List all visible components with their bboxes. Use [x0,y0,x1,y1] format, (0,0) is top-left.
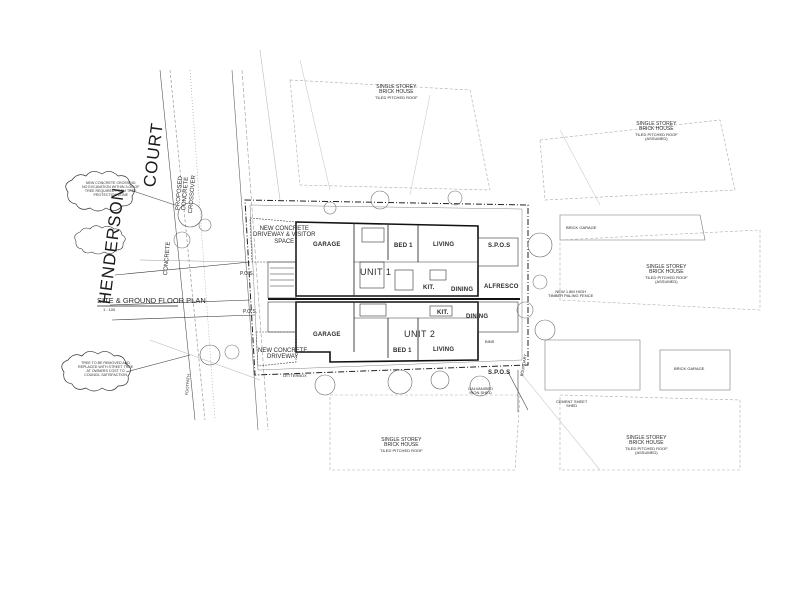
shed-label: CEMENT SHEET SHED [556,399,588,409]
unit1-spos: S.P.O.S [488,243,511,249]
neighbour-top-line3: TILED PITCHED ROOF [375,94,418,100]
unit2-living: LIVING [433,347,455,353]
driveway-1-note: NEW CONCRETE DRIVEWAY & VISITOR SPACE [253,226,316,245]
cloud-top-text: NEW CONCRETE CROSSING NO EXCAVATION WITH… [82,181,140,197]
unit2-dining: DINING [466,314,489,320]
drawing-title: SITE & GROUND FLOOR PLAN [97,296,206,305]
neighbour-top-line1: SINGLE STOREY [376,84,417,90]
bins-label: BINS [485,339,495,344]
pos-2-label: P.O.S. [243,309,258,315]
neighbour-right-top-line2: BRICK HOUSE [639,126,674,133]
neighbour-top-line2: BRICK HOUSE [379,89,414,96]
cloud-bottom-shape [61,351,131,392]
unit1-alfresco: ALFRESCO [484,284,519,290]
brick-garage-1: BRICK GARAGE [566,225,597,230]
letterbox-label: LETTERBOX [283,373,307,378]
neighbour-right-mid-line2: BRICK HOUSE [649,269,684,276]
unit1-outline [295,221,479,297]
unit2-kitchen: KIT. [437,310,449,316]
unit2-label: UNIT 2 [404,329,436,339]
brick-garage-2: BRICK GARAGE [674,366,705,371]
unit1-dining: DINING [451,287,474,293]
unit2-spos: S.P.O.S [488,370,511,376]
unit1-bed: BED 1 [394,243,413,249]
cloud-top-shape [65,171,135,212]
unit1-garage: GARAGE [313,242,341,248]
neighbour-right-bottom: SINGLE STOREY BRICK HOUSE TILED PITCHED … [625,435,668,455]
crossover-note: PROPOSED CONCRETE CROSSOVER [175,174,197,214]
neighbour-right-mid: SINGLE STOREY BRICK HOUSE TILED PITCHED … [645,264,688,284]
driveway-2-note: NEW CONCRETE DRIVEWAY [258,348,308,361]
neighbour-right-top-line1: SINGLE STOREY [636,121,677,127]
site-boundary [244,199,529,376]
neighbour-right-bottom-line1: SINGLE STOREY [626,435,667,441]
unit1-living: LIVING [433,242,455,248]
title-block: SITE & GROUND FLOOR PLAN 1 : 100 [97,297,206,312]
unit1-label: UNIT 1 [360,267,392,277]
unit2-bed: BED 1 [393,348,412,354]
cloud-bottom-text: TREE TO BE REMOVED AND REPLACED WITH STR… [78,361,134,377]
neighbour-bottom-line2: BRICK HOUSE [384,442,419,449]
neighbour-right-top: SINGLE STOREY BRICK HOUSE TILED PITCHED … [635,121,678,141]
fence-note: NEW 1.8M HIGH TIMBER PALING FENCE [548,289,594,299]
unit2-garage: GARAGE [313,332,341,338]
galvanised-shed-label: GALVANISED IRON SHED [468,386,493,396]
neighbour-right-bottom-line3: TILED PITCHED ROOF (ASSUMED) [625,445,668,455]
drawing-scale: 1 : 100 [103,306,116,312]
pos-1-label: P.O.S. [240,271,255,277]
neighbour-right-bottom-line2: BRICK HOUSE [629,440,664,447]
neighbour-bottom-line1: SINGLE STOREY [381,437,422,443]
neighbour-top: SINGLE STOREY BRICK HOUSE TILED PITCHED … [375,84,418,100]
neighbour-bottom-line3: TILED PITCHED ROOF [380,447,423,453]
neighbour-bottom: SINGLE STOREY BRICK HOUSE TILED PITCHED … [380,437,423,453]
unit1-kitchen: KIT. [423,285,435,291]
neighbour-right-mid-line3: TILED PITCHED ROOF (ASSUMED) [645,274,688,284]
neighbour-right-mid-line1: SINGLE STOREY [646,264,687,270]
neighbour-right-top-line3: TILED PITCHED ROOF (ASSUMED) [635,131,678,141]
